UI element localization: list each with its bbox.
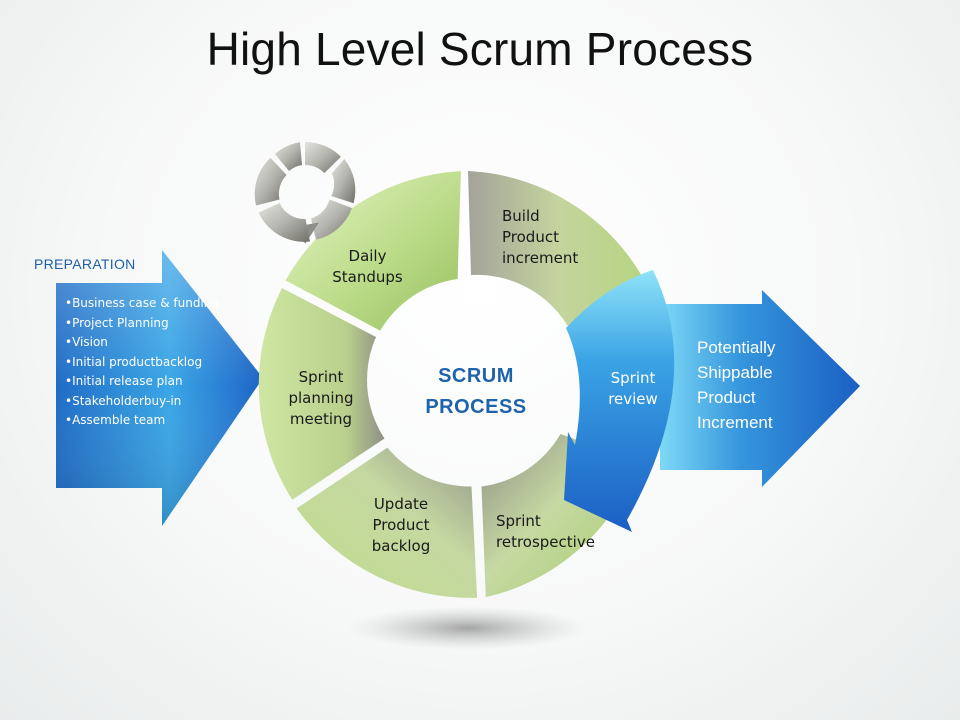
segment-build-product-increment[interactable]: [468, 171, 648, 328]
segment-update-product-backlog[interactable]: [296, 447, 478, 598]
center-label: SCRUM PROCESS: [425, 365, 527, 418]
preparation-list: Business case & funding Project Planning…: [65, 294, 225, 431]
update-product-backlog-label: Update Product backlog: [371, 495, 431, 555]
segment-sprint-review[interactable]: [564, 270, 675, 532]
list-item: Business case & funding: [65, 294, 225, 314]
list-item: Stakeholderbuy-in: [65, 392, 225, 412]
sprint-review-label: Sprint review: [608, 369, 658, 408]
output-label: Potentially Shippable Product Increment: [697, 338, 776, 432]
page-title: High Level Scrum Process: [206, 23, 754, 75]
list-item: Initial productbacklog: [65, 353, 225, 373]
list-item: Assemble team: [65, 411, 225, 431]
list-item: Initial release plan: [65, 372, 225, 392]
cycle-icon: [254, 141, 356, 244]
segment-sprint-planning-meeting[interactable]: [258, 288, 385, 500]
preparation-title: PREPARATION: [34, 256, 136, 272]
sprint-retrospective-label: Sprint retrospective: [496, 512, 595, 551]
list-item: Project Planning: [65, 314, 225, 334]
segment-daily-standups[interactable]: [285, 171, 461, 331]
ground-shadow: [348, 606, 588, 650]
build-product-increment-label: Build Product increment: [502, 207, 579, 267]
list-item: Vision: [65, 333, 225, 353]
output-arrow: [660, 290, 860, 487]
daily-standups-label: Daily Standups: [332, 247, 403, 286]
sprint-planning-meeting-label: Sprint planning meeting: [288, 368, 354, 428]
